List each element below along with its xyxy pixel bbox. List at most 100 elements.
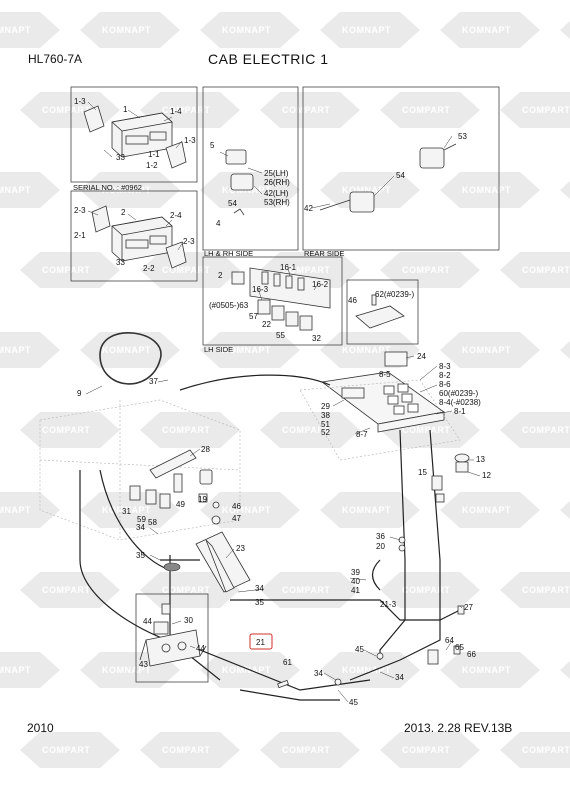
leader-line [379, 671, 395, 679]
radio-assembly-1 [83, 105, 187, 169]
callout-number: 1 [123, 105, 128, 114]
svg-text:KOMNAPT: KOMNAPT [102, 665, 151, 675]
page-title: CAB ELECTRIC 1 [208, 51, 329, 67]
svg-text:COMPART: COMPART [402, 105, 450, 115]
frame-switch-panel [202, 256, 343, 346]
callout-number: 1-2 [146, 161, 158, 170]
harness-9 [99, 332, 162, 385]
svg-text:KOMNAPT: KOMNAPT [102, 505, 151, 515]
callout-number: 40 [351, 577, 360, 586]
section-rear-side: REAR SIDE [304, 249, 344, 258]
callout-number: 5 [210, 141, 215, 150]
leader-line [443, 135, 453, 149]
callout-number: 53 [458, 132, 467, 141]
svg-text:COMPART: COMPART [282, 265, 330, 275]
callout-number: 33 [116, 258, 125, 267]
callout-number: 54 [228, 199, 237, 208]
callout-number: 21-3 [380, 600, 397, 609]
switch-console [320, 351, 446, 433]
callout-number: 2-3 [183, 237, 195, 246]
callout-number: 59 [137, 515, 146, 524]
callout-number: 35 [136, 551, 145, 560]
watermark-tile: KOMNAPT [440, 652, 540, 688]
svg-text:COMPART: COMPART [42, 105, 90, 115]
svg-text:COMPART: COMPART [402, 585, 450, 595]
svg-text:COMPART: COMPART [162, 105, 210, 115]
connector-assembly [139, 603, 207, 667]
svg-text:COMPART: COMPART [522, 425, 570, 435]
svg-text:COMPART: COMPART [402, 425, 450, 435]
callout-number: 55 [276, 331, 285, 340]
svg-text:KOMNAPT: KOMNAPT [462, 505, 511, 515]
watermark-tile: COMPART [380, 92, 480, 128]
leader-line [165, 219, 173, 227]
callout-number: 16-1 [280, 263, 297, 272]
callout-number: 58 [148, 518, 157, 527]
svg-text:KOMNAPT: KOMNAPT [102, 185, 151, 195]
leader-line [127, 213, 137, 221]
svg-text:KOMNAPT: KOMNAPT [342, 345, 391, 355]
cab-outline [39, 379, 461, 541]
callout-number: 8-4(-#0238) [439, 398, 481, 407]
watermark-tile: COMPART [140, 732, 240, 768]
leader-line [337, 689, 349, 703]
watermark-tile: COMPART [260, 92, 360, 128]
callout-number: 8-1 [454, 407, 466, 416]
leader-line [225, 548, 235, 559]
leader-line [419, 384, 438, 393]
svg-text:KOMNAPT: KOMNAPT [462, 665, 511, 675]
leader-line [103, 149, 113, 158]
watermark-tile: KOMNAPT [440, 332, 540, 368]
callout-number: 1-3 [184, 136, 196, 145]
callout-number: 45 [349, 698, 358, 707]
leader-line [419, 365, 438, 381]
watermark-tile: KOMNAPT [560, 341, 570, 359]
svg-text:KOMNAPT: KOMNAPT [0, 345, 31, 355]
leader-line [85, 385, 103, 395]
watermark-tile: KOMNAPT [320, 492, 420, 528]
section-lh-rh-side: LH & RH SIDE [204, 249, 253, 258]
svg-text:COMPART: COMPART [282, 745, 330, 755]
callout-number: 8-3 [439, 362, 451, 371]
svg-text:COMPART: COMPART [282, 105, 330, 115]
leader-line [459, 605, 463, 609]
watermark-layer: KOMNAPT KOMNAPT KOMNAPT KOMNAPT KOMNAPT KOMNA… [0, 12, 570, 768]
callout-number: 42(LH) [264, 189, 289, 198]
watermark-tile: KOMNAPT [560, 661, 570, 679]
callout-number: 53(RH) [264, 198, 290, 207]
callout-number: 46 [348, 296, 357, 305]
callout-number: 46 [232, 502, 241, 511]
watermark-tile: COMPART [140, 252, 240, 288]
callout-number: 52 [321, 428, 330, 437]
leader-line [87, 210, 99, 216]
svg-text:COMPART: COMPART [522, 105, 570, 115]
callout-number: 2 [121, 208, 126, 217]
svg-text:COMPART: COMPART [162, 585, 210, 595]
callout-number: 41 [351, 586, 360, 595]
callout-number: 39 [351, 568, 360, 577]
callout-number: 25(LH) [264, 169, 289, 178]
radio-assembly-2 [91, 205, 187, 269]
leader-line [87, 101, 97, 111]
callout-number: 51 [321, 420, 330, 429]
callout-number: 22 [262, 320, 271, 329]
watermark-tile: KOMNAPT [0, 172, 60, 208]
callout-number: 19 [198, 495, 207, 504]
watermark-tile: COMPART [20, 92, 120, 128]
callout-number: 2-1 [74, 231, 86, 240]
callout-number: 8-5 [379, 370, 391, 379]
right-components [277, 453, 470, 689]
watermark-tile: COMPART [380, 252, 480, 288]
leader-line [149, 527, 159, 535]
svg-text:KOMNAPT: KOMNAPT [222, 345, 271, 355]
callout-number: 47 [232, 514, 241, 523]
callout-number: 2-4 [170, 211, 182, 220]
callout-number: 34 [314, 669, 323, 678]
callout-number: 32 [312, 334, 321, 343]
leader-line [435, 410, 453, 415]
callout-number: 34 [136, 523, 145, 532]
watermark-tile: KOMNAPT [440, 492, 540, 528]
svg-text:COMPART: COMPART [42, 265, 90, 275]
watermark-tile: KOMNAPT [0, 492, 60, 528]
callout-number: 15 [418, 468, 427, 477]
